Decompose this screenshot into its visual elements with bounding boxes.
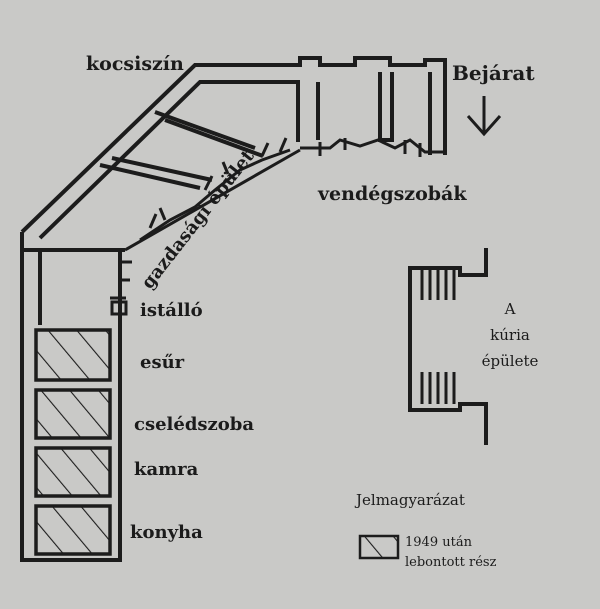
label-vendegszobak: vendégszobák: [317, 183, 467, 205]
outbuilding-wing: [20, 63, 301, 252]
label-kamra: kamra: [134, 459, 199, 480]
legend-line-2: lebontott rész: [405, 555, 497, 570]
label-esur: esűr: [140, 352, 185, 373]
legend: Jelmagyarázat 1949 után lebontott rész: [354, 491, 497, 570]
legend-line-1: 1949 után: [405, 535, 473, 550]
legend-title: Jelmagyarázat: [354, 491, 465, 509]
label-konyha: konyha: [130, 522, 203, 543]
label-istallo: istálló: [140, 300, 203, 321]
esur-room: [34, 328, 112, 382]
manor-stairs-top: [420, 268, 456, 300]
entrance-arrow-icon: [466, 96, 502, 137]
kamra-room: [34, 446, 112, 498]
konyha-room: [34, 504, 112, 556]
service-wing: [20, 250, 132, 562]
manor-stairs-bottom: [420, 372, 456, 404]
label-kuria-line2: kúria: [490, 326, 530, 344]
label-kuria-line1: A: [504, 300, 516, 318]
cseledszoba-room: [34, 388, 112, 440]
legend-hatch-swatch: [358, 534, 400, 560]
demolished-rooms: [34, 328, 112, 556]
label-kuria-line3: épülete: [482, 352, 539, 370]
label-bejarat: Bejárat: [452, 61, 535, 85]
guest-rooms-wing: [262, 56, 447, 157]
label-cseledszoba: cselédszoba: [134, 414, 254, 435]
manor-house: [408, 248, 488, 445]
label-kocsiszin: kocsiszín: [86, 53, 184, 75]
